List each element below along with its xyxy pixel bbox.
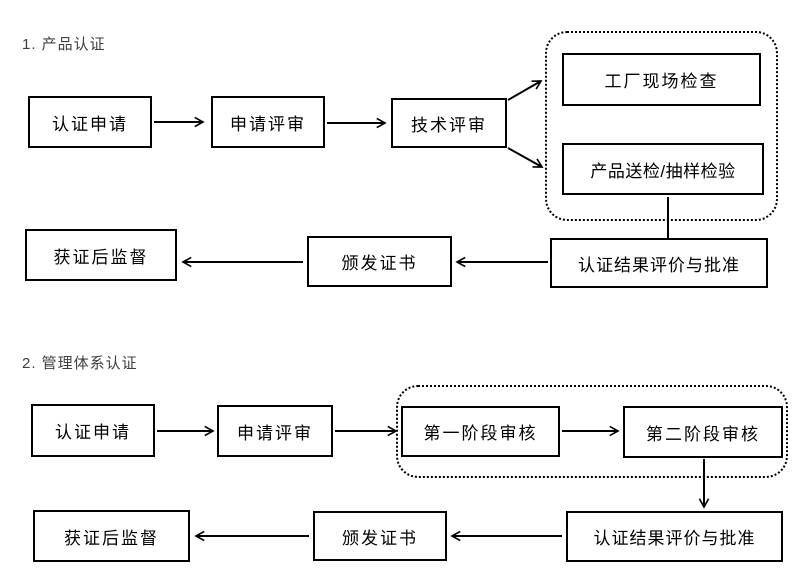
node-s1-technical-review: 技术评审 bbox=[391, 98, 507, 148]
node-s2-certificate-issuance: 颁发证书 bbox=[313, 511, 447, 561]
node-s1-post-certification-supervision: 获证后监督 bbox=[25, 229, 177, 281]
node-s1-application-review: 申请评审 bbox=[211, 96, 325, 148]
node-s1-certification-application: 认证申请 bbox=[28, 96, 152, 148]
node-s2-result-evaluation-approval: 认证结果评价与批准 bbox=[566, 511, 783, 562]
node-s1-factory-site-inspection: 工厂现场检查 bbox=[562, 53, 761, 106]
node-s2-post-certification-supervision: 获证后监督 bbox=[33, 510, 190, 562]
arrow-s1-technical-to-sampling bbox=[507, 147, 544, 168]
node-s2-certification-application: 认证申请 bbox=[31, 404, 155, 457]
section2-title: 2. 管理体系认证 bbox=[22, 355, 138, 372]
node-s1-certificate-issuance: 颁发证书 bbox=[307, 236, 452, 287]
section1-title: 1. 产品认证 bbox=[22, 36, 106, 53]
group-s2-audit-stages-dotted-frame bbox=[396, 385, 788, 478]
arrow-s1-technical-to-factory bbox=[507, 80, 543, 101]
node-s1-result-evaluation-approval: 认证结果评价与批准 bbox=[550, 238, 768, 288]
node-s1-product-sampling-inspection: 产品送检/抽样检验 bbox=[562, 143, 764, 195]
node-s2-stage-two-audit: 第二阶段审核 bbox=[623, 406, 783, 458]
group-s1-inspection-dotted-frame bbox=[545, 31, 778, 221]
node-s2-application-review: 申请评审 bbox=[217, 405, 333, 457]
node-s2-stage-one-audit: 第一阶段审核 bbox=[401, 406, 560, 457]
